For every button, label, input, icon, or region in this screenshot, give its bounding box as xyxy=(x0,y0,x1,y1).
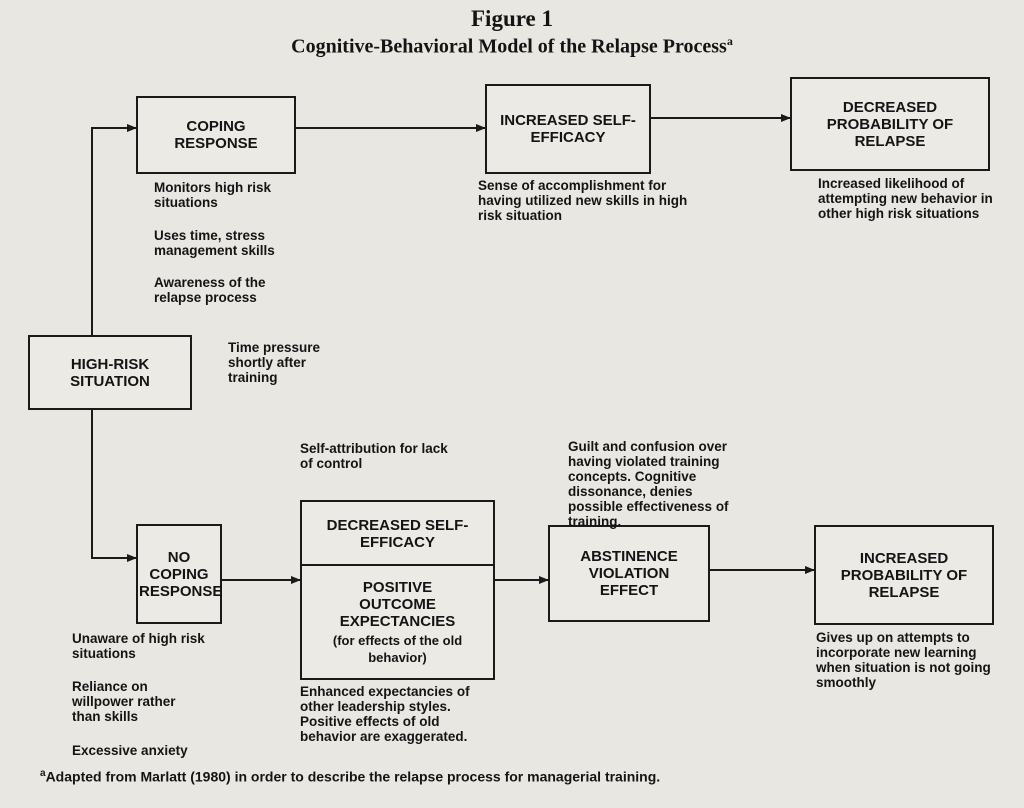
note-unaware: Unaware of high risk situations xyxy=(72,631,205,661)
footnote-marker: a xyxy=(40,768,46,779)
note-monitors: Monitors high risk situations xyxy=(154,180,272,210)
arrow-highrisk-to-coping xyxy=(91,124,137,335)
coping-response-box: COPING RESPONSE xyxy=(136,96,296,174)
note-uses-time: Uses time, stress management skills xyxy=(154,228,275,258)
decreased-self-efficacy-section: DECREASED SELF-EFFICACY xyxy=(323,502,473,566)
arrow-highrisk-to-no-coping xyxy=(91,410,137,562)
decreased-probability-box: DECREASED PROBABILITY OF RELAPSE xyxy=(790,77,990,171)
decreased-probability-label: DECREASED PROBABILITY OF RELAPSE xyxy=(826,98,954,150)
note-increased-likelihood: Increased likelihood of attempting new b… xyxy=(818,176,993,221)
no-coping-response-box: NO COPING RESPONSE xyxy=(136,524,222,624)
figure-number: Figure 1 xyxy=(471,6,553,31)
note-guilt: Guilt and confusion over having violated… xyxy=(568,439,729,529)
abstinence-violation-label: ABSTINENCE VIOLATION EFFECT xyxy=(580,548,678,599)
note-time-pressure: Time pressure shortly after training xyxy=(228,340,321,385)
increased-self-efficacy-label: INCREASED SELF-EFFICACY xyxy=(500,112,636,146)
note-self-attribution: Self-attribution for lack of control xyxy=(300,441,448,471)
coping-response-label: COPING RESPONSE xyxy=(174,118,258,152)
figure-title: Cognitive-Behavioral Model of the Relaps… xyxy=(0,34,1024,59)
increased-probability-box: INCREASED PROBABILITY OF RELAPSE xyxy=(814,525,994,625)
increased-probability-label: INCREASED PROBABILITY OF RELAPSE xyxy=(840,549,968,601)
abstinence-violation-box: ABSTINENCE VIOLATION EFFECT xyxy=(548,525,710,622)
figure-title-text: Cognitive-Behavioral Model of the Relaps… xyxy=(291,35,727,58)
note-accomplishment: Sense of accomplishment for having utili… xyxy=(478,178,688,223)
high-risk-situation-box: HIGH-RISK SITUATION xyxy=(28,335,192,410)
positive-outcome-label: POSITIVE OUTCOME EXPECTANCIES xyxy=(339,578,456,630)
note-enhanced-expectancies: Enhanced expectancies of other leadershi… xyxy=(300,684,470,744)
positive-outcome-subtext: (for effects of the old behavior) xyxy=(332,632,463,665)
decreased-self-efficacy-label: DECREASED SELF-EFFICACY xyxy=(326,517,469,551)
note-gives-up: Gives up on attempts to incorporate new … xyxy=(816,630,991,690)
footnote: aAdapted from Marlatt (1980) in order to… xyxy=(40,768,660,785)
no-coping-response-label: NO COPING RESPONSE xyxy=(139,548,223,600)
self-efficacy-outcome-box: DECREASED SELF-EFFICACY POSITIVE OUTCOME… xyxy=(300,500,495,680)
increased-self-efficacy-box: INCREASED SELF-EFFICACY xyxy=(485,84,651,174)
high-risk-situation-label: HIGH-RISK SITUATION xyxy=(70,355,150,390)
box-divider xyxy=(300,564,495,566)
note-awareness: Awareness of the relapse process xyxy=(154,275,266,305)
positive-outcome-section: POSITIVE OUTCOME EXPECTANCIES (for effec… xyxy=(333,566,463,678)
note-excessive-anxiety: Excessive anxiety xyxy=(72,743,188,758)
footnote-text: Adapted from Marlatt (1980) in order to … xyxy=(45,768,661,785)
note-reliance: Reliance on willpower rather than skills xyxy=(72,679,176,724)
figure-title-marker: a xyxy=(726,34,733,48)
